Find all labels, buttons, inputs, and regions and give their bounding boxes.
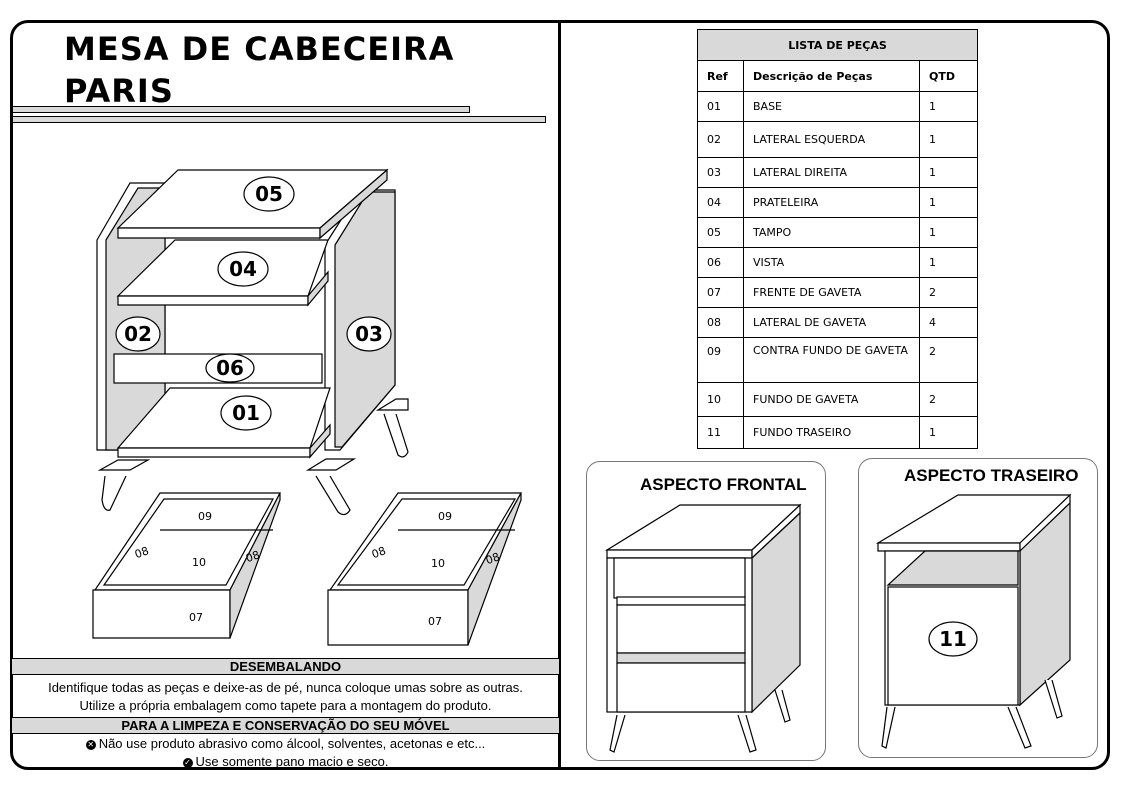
parts-list-table: LISTA DE PEÇAS Ref Descrição de Peças QT… xyxy=(697,29,978,449)
x-circle-icon: ✕ xyxy=(85,739,96,750)
back-view-title: ASPECTO TRASEIRO xyxy=(904,466,1079,485)
col-header-description: Descrição de Peças xyxy=(743,60,920,92)
drawer2-label-08-left: 08 xyxy=(370,544,388,561)
front-view-title: ASPECTO FRONTAL xyxy=(640,475,807,494)
drawer1-label-10: 10 xyxy=(192,556,206,569)
label-01: 01 xyxy=(232,401,260,425)
care-line-2: ✓Use somente pano macio e seco. xyxy=(182,754,389,769)
care-line-1: ✕Não use produto abrasivo como álcool, s… xyxy=(85,736,486,751)
unpack-section-title: DESEMBALANDO xyxy=(12,658,559,675)
front-view-panel xyxy=(586,461,826,761)
drawer1-label-08-right: 08 xyxy=(244,548,262,565)
label-04: 04 xyxy=(229,257,257,281)
product-title: MESA DE CABECEIRA PARIS xyxy=(64,30,455,110)
check-circle-icon: ✓ xyxy=(182,757,193,768)
column-divider xyxy=(558,20,561,770)
drawer1-label-07: 07 xyxy=(189,611,203,624)
drawer1-label-08-left: 08 xyxy=(133,544,151,561)
drawer2-label-07: 07 xyxy=(428,615,442,628)
unpack-line-2: Utilize a própria embalagem como tapete … xyxy=(79,698,492,713)
drawer2-label-08-right: 08 xyxy=(484,550,502,567)
label-02: 02 xyxy=(124,322,152,346)
unpack-line-1: Identifique todas as peças e deixe-as de… xyxy=(48,680,523,695)
label-06: 06 xyxy=(216,356,244,380)
title-underline-bar-long xyxy=(12,116,546,123)
col-header-qtd: QTD xyxy=(919,60,978,92)
label-03: 03 xyxy=(355,322,383,346)
care-section-title: PARA A LIMPEZA E CONSERVAÇÃO DO SEU MÓVE… xyxy=(12,717,559,734)
drawer1-label-09: 09 xyxy=(198,510,212,523)
parts-table-caption: LISTA DE PEÇAS xyxy=(697,29,978,61)
drawer2-label-10: 10 xyxy=(431,557,445,570)
back-view-panel xyxy=(858,458,1098,758)
drawer2-label-09: 09 xyxy=(438,510,452,523)
label-05: 05 xyxy=(255,182,283,206)
title-underline-bar xyxy=(12,106,470,113)
col-header-ref: Ref xyxy=(697,60,744,92)
exploded-assembly-drawing: 05 04 02 03 06 01 09 08 10 08 07 09 08 1… xyxy=(92,168,523,646)
